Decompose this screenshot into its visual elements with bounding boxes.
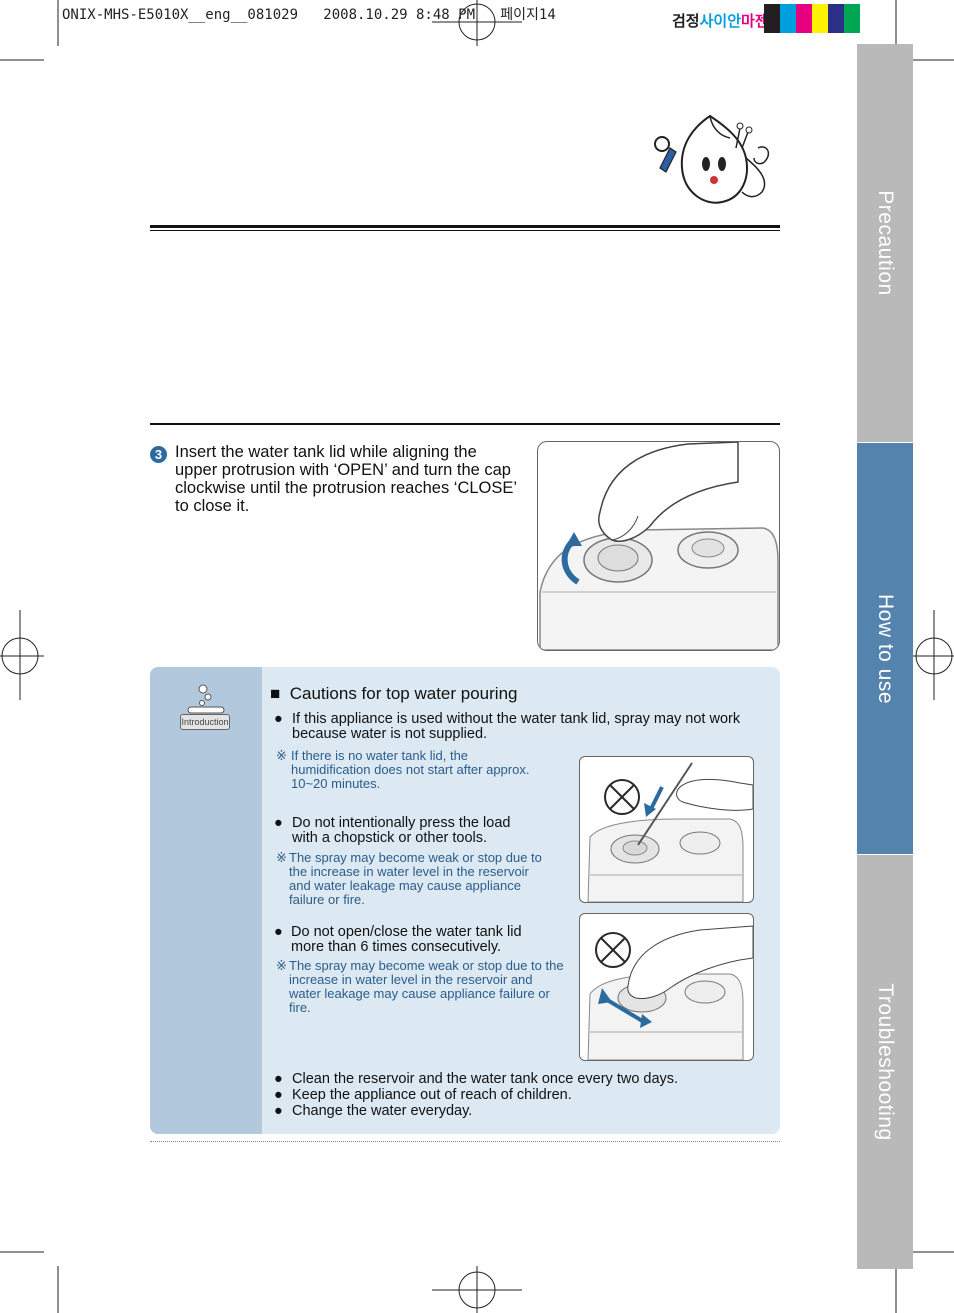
note-symbol: ※ (276, 850, 287, 865)
tab-how-to-use[interactable]: How to use (857, 443, 913, 854)
caution-item-3: Do not open/close the water tank lid mor… (291, 924, 522, 955)
bullet-icon: ● (274, 1087, 283, 1103)
bullet-icon: ● (274, 815, 283, 831)
caution-bottom-item-3: Change the water everyday. (292, 1103, 473, 1119)
top-rule (150, 225, 780, 228)
caution-note-2: The spray may become weak or stop due to… (289, 850, 542, 907)
caution-note-3: The spray may become weak or stop due to… (289, 958, 564, 1015)
bullet-icon: ● (274, 1103, 283, 1119)
tab-precaution[interactable]: Precaution (857, 44, 913, 442)
step-number-badge: 3 (150, 446, 167, 463)
caution-title-text: Cautions for top water pouring (289, 684, 518, 703)
caution-note-1: If there is no water tank lid, the humid… (291, 748, 530, 791)
chopstick-illustration-frame (579, 756, 754, 903)
tab-precaution-label: Precaution (874, 190, 897, 296)
color-swatch-magenta (796, 4, 812, 33)
bullet-icon: ● (274, 924, 283, 940)
bullet-icon: ● (274, 1071, 283, 1087)
lid-open-close-illustration (587, 925, 753, 1060)
color-swatch-cyan (780, 4, 796, 33)
caution-title: ■ Cautions for top water pouring (270, 684, 517, 704)
caution-bottom-item-1: Clean the reservoir and the water tank o… (292, 1071, 679, 1087)
bubbles-icon (187, 684, 225, 714)
bullet-icon: ● (274, 711, 283, 727)
color-swatch-green (844, 4, 860, 33)
color-swatch-green (828, 4, 844, 33)
caution-bottom-item-2: Keep the appliance out of reach of child… (292, 1087, 572, 1103)
footer-dotted-rule (150, 1141, 780, 1142)
step-illustration-frame (537, 441, 780, 651)
note-symbol: ※ (276, 748, 287, 763)
tab-how-to-use-label: How to use (874, 593, 897, 704)
tab-troubleshooting[interactable]: Troubleshooting (857, 855, 913, 1269)
lid-open-close-illustration-frame (579, 913, 754, 1061)
top-rule-thin (150, 230, 780, 231)
mascot-illustration (654, 114, 770, 204)
caution-item-2: Do not intentionally press the load with… (292, 815, 511, 846)
lid-closing-illustration (539, 442, 779, 650)
print-header: ONIX-MHS-E5010X__eng__081029 2008.10.29 … (62, 7, 556, 23)
caution-item-1: If this appliance is used without the wa… (292, 711, 741, 742)
color-swatch-black (764, 4, 780, 33)
caution-panel-sidebar (150, 667, 262, 1134)
introduction-badge: Introduction (180, 714, 230, 730)
color-swatch-yellow (812, 4, 828, 33)
square-bullet-icon: ■ (270, 684, 281, 703)
section-rule (150, 423, 780, 425)
note-symbol: ※ (276, 958, 287, 973)
tab-troubleshooting-label: Troubleshooting (874, 983, 897, 1141)
chopstick-illustration (587, 762, 753, 902)
step-instruction: Insert the water tank lid while aligning… (175, 443, 517, 515)
